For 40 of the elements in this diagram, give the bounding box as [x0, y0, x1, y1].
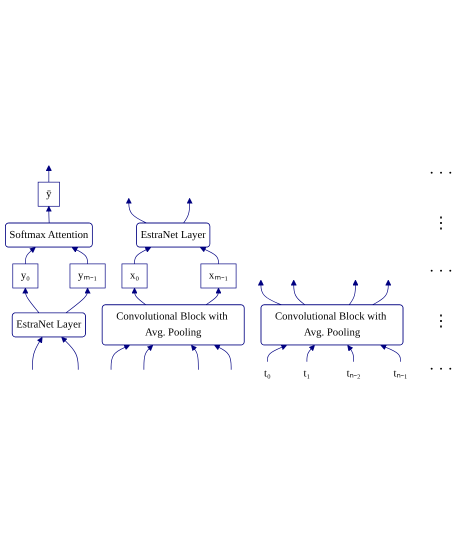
node-box: yₘ₋₁ [70, 263, 106, 288]
arrow [348, 280, 358, 306]
arrow [110, 344, 130, 370]
node-box: xₘ₋₁ [200, 263, 236, 288]
arrow [380, 344, 401, 362]
ellipsis-mark: ⋮ [432, 214, 450, 232]
arrow [347, 344, 354, 362]
arrow [25, 247, 36, 264]
arrow [132, 288, 147, 306]
arrow [46, 165, 52, 182]
ellipsis-mark: · · · [428, 360, 454, 378]
arrow [214, 344, 232, 370]
node-box: y₀ [12, 263, 38, 288]
arrow [258, 280, 282, 306]
arrow [306, 344, 315, 362]
arrow [290, 280, 306, 306]
ellipsis-mark: ⋮ [432, 312, 450, 330]
ellipsis-mark: · · · [428, 164, 454, 182]
node-box: x₀ [122, 263, 148, 288]
node-text: tₙ₋₁ [394, 368, 408, 380]
arrow [182, 198, 193, 224]
node-text: tₙ₋₂ [346, 368, 361, 380]
arrow [65, 288, 91, 314]
arrow [61, 336, 79, 370]
arrow [372, 280, 392, 306]
arrow [32, 336, 42, 370]
node-text: t₁ [304, 368, 310, 380]
arrow [22, 288, 40, 314]
arrow [46, 206, 52, 224]
arrow [72, 247, 88, 264]
node-text: t₀ [264, 368, 271, 380]
node-box: ȳ [38, 182, 60, 207]
arrow [200, 246, 219, 264]
arrow [205, 288, 222, 306]
ellipsis-mark: · · · [428, 262, 454, 280]
arrow [144, 344, 154, 370]
arrow [191, 344, 199, 370]
arrow [126, 198, 148, 224]
arrow [267, 344, 287, 362]
arrow [134, 247, 151, 264]
